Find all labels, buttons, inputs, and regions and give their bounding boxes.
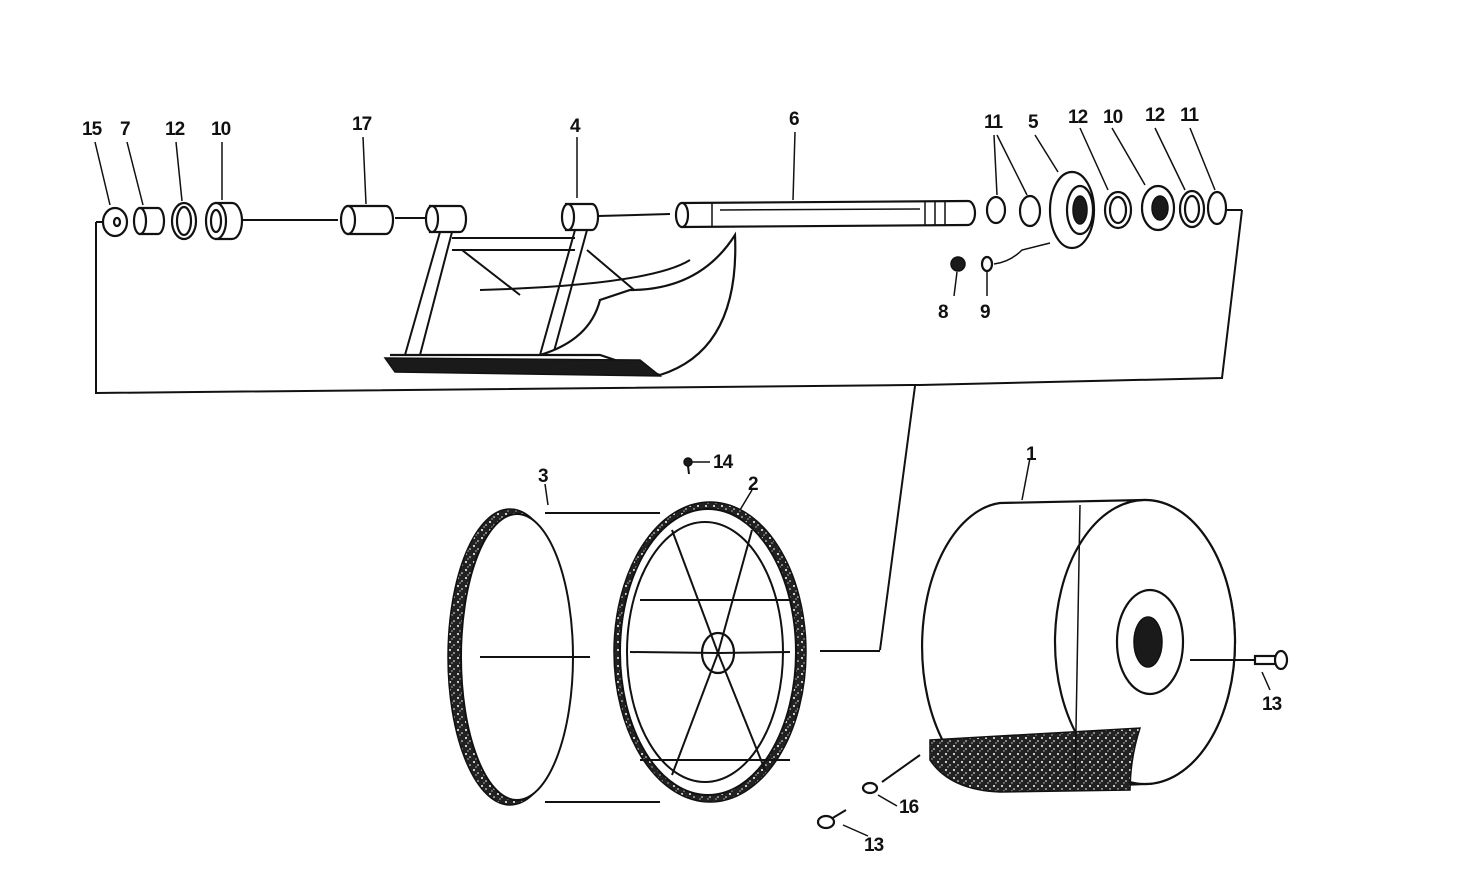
part-12-ring-left	[170, 201, 198, 241]
part-17-sleeve	[339, 204, 395, 236]
callout-6: 6	[789, 109, 799, 130]
callout-14: 14	[713, 452, 734, 473]
leader-lines	[94, 127, 1271, 837]
part-16-washer	[861, 754, 921, 795]
callout-1: 1	[1026, 444, 1037, 465]
callout-12-right: 12	[1145, 105, 1165, 126]
part-11-ring-c	[1206, 190, 1228, 226]
part-12-ring-right	[1178, 189, 1206, 229]
callout-15: 15	[82, 119, 103, 140]
part-4-scraper-frame	[383, 202, 737, 377]
part-5-hub-flange	[1048, 170, 1096, 250]
part-15-washer	[101, 206, 129, 238]
part-1-drum	[921, 498, 1258, 793]
assembly-frame-lines	[95, 209, 1243, 652]
callout-10-left: 10	[211, 119, 231, 140]
part-14-screw	[683, 457, 693, 475]
callout-11-b: 11	[1180, 105, 1200, 126]
part-10-bearing-right	[1140, 184, 1176, 232]
callout-12-mid: 12	[1068, 107, 1088, 128]
part-13-bolt-bottom	[816, 809, 847, 830]
part-2-spoked-wheel	[613, 501, 807, 803]
part-8-nut	[950, 256, 966, 272]
callout-4: 4	[570, 116, 581, 137]
callout-13-right: 13	[1262, 694, 1282, 715]
part-13-bolt-right	[1253, 649, 1289, 671]
callout-labels: 15 7 12 10 17 4 6 11 5 12 10 12 11 8 9 3…	[82, 105, 1283, 856]
part-6-shaft	[674, 199, 977, 229]
part-12-ring-mid	[1103, 190, 1133, 230]
part-11-ring-b	[1018, 194, 1042, 228]
callout-12-left: 12	[165, 119, 185, 140]
callout-9: 9	[980, 302, 990, 323]
callout-2: 2	[748, 474, 758, 495]
part-11-ring-a	[985, 195, 1007, 225]
callout-7: 7	[120, 119, 130, 140]
part-9-lockwasher	[980, 255, 994, 273]
callout-16: 16	[899, 797, 919, 818]
callout-11-a: 11	[984, 112, 1004, 133]
callout-8: 8	[938, 302, 948, 323]
callout-13-bottom: 13	[864, 835, 884, 856]
callout-3: 3	[538, 466, 548, 487]
callout-10-right: 10	[1103, 107, 1123, 128]
part-7-bushing	[132, 206, 166, 236]
part-3-outer-ring	[447, 508, 660, 806]
callout-17: 17	[352, 114, 372, 135]
callout-5: 5	[1028, 112, 1039, 133]
part-10-bearing-left	[204, 201, 244, 241]
